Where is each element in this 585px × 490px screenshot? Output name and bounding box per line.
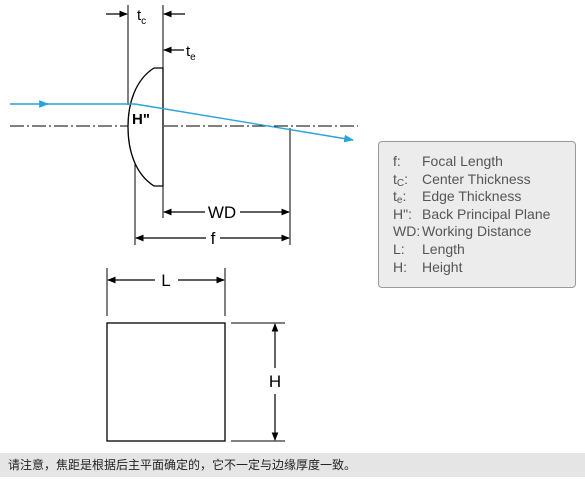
legend-key: te: [393, 188, 407, 207]
lens-diagram: tc te H" WD f L H [10, 5, 358, 442]
legend-item-length: L: Length [393, 241, 575, 259]
legend-key: L: [393, 240, 405, 257]
plano-convex-lens [127, 67, 164, 187]
lens-side-view [106, 322, 226, 442]
length-label: L [161, 271, 170, 290]
legend-box: f: Focal Length tC: Center Thickness te:… [378, 141, 576, 288]
legend-key: H": [393, 205, 412, 222]
legend-desc: Back Principal Plane [422, 205, 551, 222]
legend-desc: Length [422, 240, 465, 257]
legend-key: WD: [393, 223, 421, 240]
legend-desc: Edge Thickness [422, 188, 522, 205]
footer-note: 请注意，焦距是根据后主平面确定的，它不一定与边缘厚度一致。 [0, 453, 585, 477]
principal-plane-label: H" [132, 111, 150, 128]
wd-label: WD [208, 203, 236, 222]
legend-item-height: H: Height [393, 259, 575, 277]
legend-item-center-thickness: tC: Center Thickness [393, 171, 575, 189]
legend-item-back-principal-plane: H": Back Principal Plane [393, 206, 575, 224]
height-label: H [269, 372, 281, 391]
legend-key: H: [393, 258, 407, 275]
legend-key: f: [393, 153, 401, 169]
legend-desc: Height [422, 258, 463, 275]
legend-item-working-distance: WD: Working Distance [393, 223, 575, 241]
tc-label: tc [137, 7, 146, 27]
legend-desc: Focal Length [422, 153, 503, 169]
legend-item-edge-thickness: te: Edge Thickness [393, 188, 575, 206]
te-label: te [186, 43, 196, 63]
f-label: f [211, 229, 216, 248]
legend-key: tC: [393, 170, 409, 189]
legend-desc: Center Thickness [422, 170, 531, 187]
legend-desc: Working Distance [422, 223, 532, 240]
legend-item-focal-length: f: Focal Length [393, 153, 575, 171]
refracted-ray [134, 103, 354, 143]
